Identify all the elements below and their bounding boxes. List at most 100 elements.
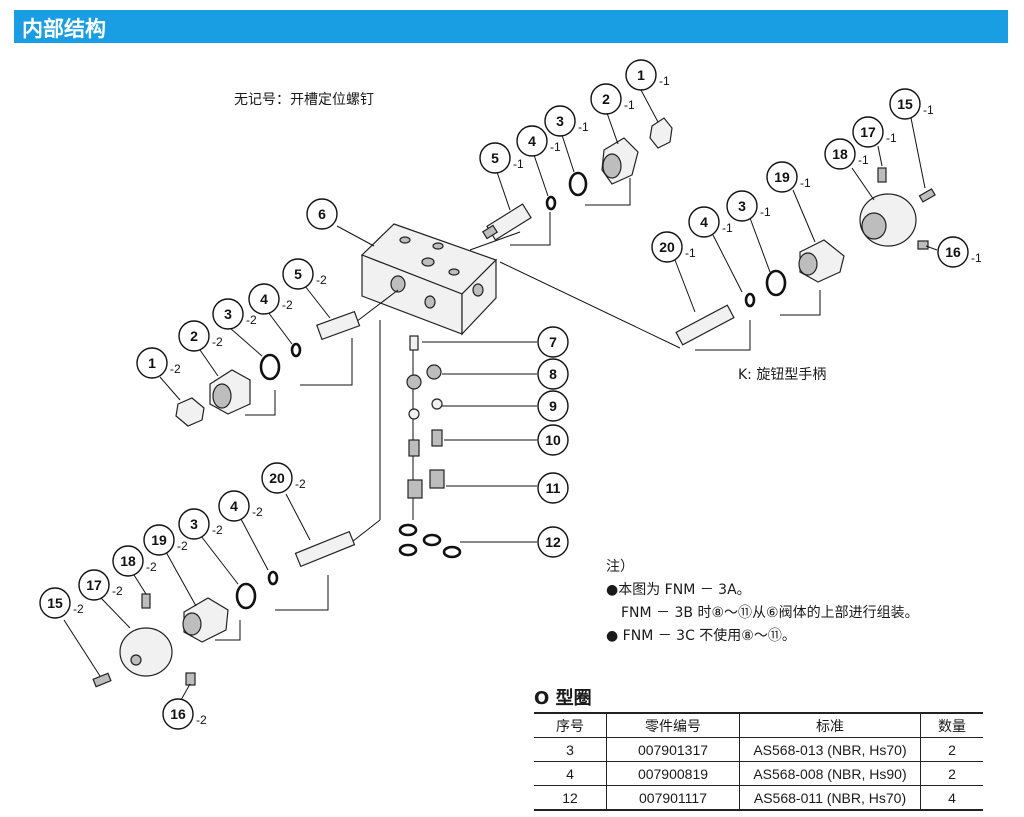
bonnet-19-1 (798, 239, 845, 283)
nut-1-2 (175, 397, 205, 427)
callout-5-2: 5-2 (282, 258, 327, 290)
callout-suffix: -1 (971, 251, 982, 265)
callout-suffix: -2 (177, 539, 188, 553)
col-header-standard: 标准 (739, 712, 921, 738)
callout-number: 18 (120, 553, 136, 569)
screw-15-1 (918, 188, 936, 203)
callout-20-1: 20-1 (651, 231, 696, 263)
col-header-seq: 序号 (534, 712, 607, 738)
callout-number: 2 (190, 328, 198, 344)
oring-3-1 (568, 171, 588, 197)
part-12 (398, 523, 462, 559)
callout-number: 11 (546, 480, 561, 496)
cell-standard: AS568-013 (NBR, Hs70) (739, 737, 921, 762)
note-line-3: ● FNM － 3C 不使用⑧～⑪。 (606, 628, 796, 644)
callout-suffix: -1 (550, 140, 561, 154)
callout-number: 16 (945, 244, 961, 260)
callout-suffix: -2 (112, 584, 123, 598)
part-9 (408, 398, 443, 420)
callout-4-2: 4 -2 (218, 490, 263, 522)
callout-number: 9 (549, 398, 557, 414)
table-header-row: 序号 零件编号 标准 数量 (534, 712, 983, 738)
callout-number: 20 (269, 470, 285, 486)
leader-lines-small-parts (422, 341, 537, 543)
nut-1-1 (649, 117, 673, 149)
callout-4-2: 4-2 (248, 283, 293, 315)
cell-qty: 2 (920, 737, 983, 762)
callout-18-2: 18 -2 (112, 545, 157, 577)
callout-number: 3 (190, 516, 198, 532)
stem-5-1 (481, 203, 532, 241)
callout-16-2: 16-2 (162, 698, 207, 730)
callout-15-1: 15-1 (889, 88, 934, 120)
valve-body (360, 223, 498, 336)
cell-qty: 2 (920, 761, 983, 786)
oring-3-2b (235, 582, 257, 610)
callout-number: 15 (47, 595, 63, 611)
callout-suffix: -2 (246, 313, 257, 327)
callout-number: 19 (151, 532, 167, 548)
note-heading: 注） (606, 559, 634, 575)
callout-number: 4 (230, 498, 238, 514)
callout-number: 1 (148, 355, 156, 371)
oring-4-2 (290, 342, 302, 358)
callout-18-1: 18-1 (824, 138, 869, 170)
no-mark-label: 无记号：开槽定位螺钉 (234, 92, 374, 108)
callout-17-1: 17-1 (852, 116, 897, 148)
callout-number: 3 (224, 306, 232, 322)
cell-standard: AS568-008 (NBR, Hs90) (739, 761, 921, 786)
callout-16-1: 16 -1 (937, 236, 982, 268)
callout-suffix: -2 (212, 523, 223, 537)
callout-suffix: -1 (923, 103, 934, 117)
callout-19-2: 19 -2 (143, 524, 188, 556)
cell-part-no: 007900819 (606, 761, 740, 786)
col-header-qty: 数量 (920, 712, 983, 738)
notes-block: 注） ●本图为 FNM － 3A。 FNM － 3B 时⑧～⑪从⑥阀体的上部进行… (606, 556, 919, 648)
callout-suffix: -2 (146, 560, 157, 574)
callout-3-1: 3 -1 (544, 105, 589, 137)
oring-4-1b (744, 292, 756, 308)
setscrew-17-2 (141, 593, 151, 609)
callout-suffix: -2 (295, 477, 306, 491)
callout-5-1: 5 -1 (479, 142, 524, 174)
callout-suffix: -1 (760, 205, 771, 219)
callout-20-2: 20 -2 (261, 462, 306, 494)
callout-19-1: 19-1 (766, 161, 811, 193)
callout-number: 5 (491, 150, 499, 166)
callout-number: 2 (602, 91, 610, 107)
callout-number: 7 (549, 334, 557, 350)
screw-15-2 (92, 672, 112, 688)
knob-18-1 (859, 193, 917, 247)
setscrew-16-1 (917, 240, 929, 250)
stem-20-2 (294, 530, 356, 568)
callout-number: 12 (545, 534, 561, 550)
oring-table-title: O 型圈 (534, 688, 592, 709)
callout-3-2: 3 -2 (178, 508, 223, 540)
callout-suffix: -2 (196, 713, 207, 727)
bonnet-2-1 (601, 137, 639, 185)
callout-suffix: -1 (578, 120, 589, 134)
callout-number: 20 (659, 239, 675, 255)
cell-seq: 3 (534, 737, 607, 762)
callout-number: 3 (738, 198, 746, 214)
assembly-lines (215, 178, 821, 641)
callout-suffix: -2 (170, 362, 181, 376)
part-11 (407, 469, 445, 499)
callout-6: 6 (306, 198, 338, 230)
knob-handle-label: K: 旋钮型手柄 (738, 367, 827, 383)
stem-5-2 (316, 310, 361, 341)
table-row: 3 007901317 AS568-013 (NBR, Hs70) 2 (534, 737, 983, 762)
callout-9: 9 (537, 390, 569, 422)
oring-table: 序号 零件编号 标准 数量 3 007901317 AS568-013 (NBR… (534, 712, 983, 811)
callout-number: 18 (832, 146, 848, 162)
callout-suffix: -2 (252, 505, 263, 519)
oring-4-1 (545, 195, 557, 211)
part-8 (406, 364, 442, 390)
callout-8: 8 (537, 358, 569, 390)
callout-number: 3 (556, 113, 564, 129)
callout-number: 6 (318, 206, 326, 222)
callout-suffix: -1 (513, 157, 524, 171)
callout-7: 7 (537, 326, 569, 358)
callout-15-2: 15-2 (39, 587, 84, 619)
